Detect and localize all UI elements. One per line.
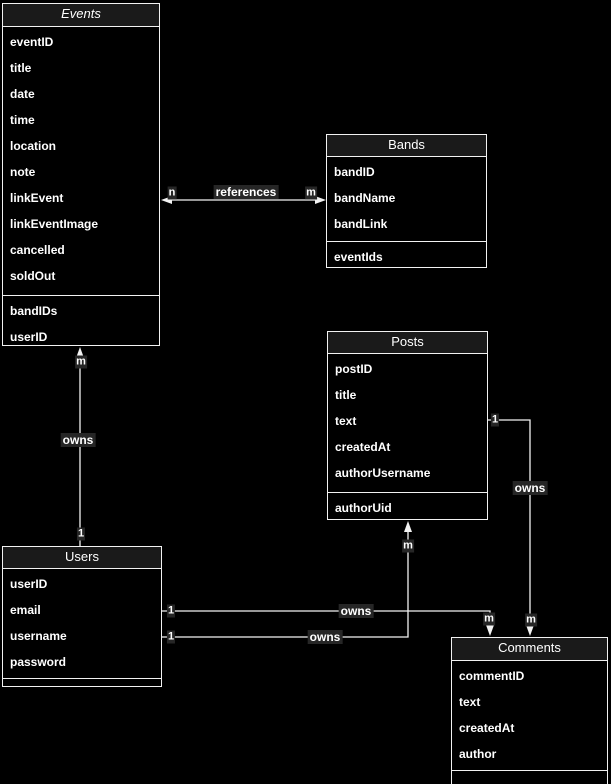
field-eventID: eventID bbox=[10, 35, 54, 49]
cardinality-users-posts-source: 1 bbox=[166, 630, 176, 644]
field-authorUid: authorUid bbox=[335, 501, 392, 515]
field-bandID: bandID bbox=[334, 165, 375, 179]
field-note: note bbox=[10, 165, 36, 179]
field-bandName: bandName bbox=[334, 191, 396, 205]
field-author: author bbox=[459, 747, 497, 761]
entity-posts[interactable]: Posts postID title text createdAt authorUser… bbox=[327, 331, 488, 520]
field-username: username bbox=[10, 629, 67, 643]
field-createdAt: createdAt bbox=[459, 721, 515, 735]
field-commentID: commentID bbox=[459, 669, 525, 683]
field-password: password bbox=[10, 655, 67, 669]
entity-comments-key-fields bbox=[452, 770, 607, 784]
entity-events-key-fields: bandIDs userID bbox=[3, 295, 159, 347]
relation-label-events-bands: references bbox=[213, 185, 279, 199]
field-cancelled: cancelled bbox=[10, 243, 65, 257]
field-text: text bbox=[459, 695, 481, 709]
relation-posts-comments[interactable] bbox=[488, 419, 534, 636]
relation-label-users-comments: owns bbox=[338, 604, 374, 618]
cardinality-posts-comments-source: 1 bbox=[490, 413, 500, 427]
field-soldOut: soldOut bbox=[10, 269, 56, 283]
entity-bands-title: Bands bbox=[327, 135, 486, 157]
cardinality-events-bands-source: n bbox=[167, 186, 177, 200]
relation-label-users-posts: owns bbox=[307, 630, 343, 644]
entity-posts-key-fields: authorUid bbox=[328, 492, 487, 521]
field-title: title bbox=[335, 388, 357, 402]
entity-users-key-fields bbox=[3, 678, 161, 687]
cardinality-users-events-source: 1 bbox=[76, 527, 86, 541]
entity-posts-fields: postID title text createdAt authorUsername bbox=[328, 354, 487, 492]
field-date: date bbox=[10, 87, 35, 101]
field-email: email bbox=[10, 603, 41, 617]
field-userID: userID bbox=[10, 577, 48, 591]
cardinality-users-comments-target: m bbox=[483, 612, 495, 626]
entity-events[interactable]: Events eventID title date time location note l… bbox=[2, 3, 160, 346]
field-createdAt: createdAt bbox=[335, 440, 391, 454]
cardinality-users-events-target: m bbox=[75, 355, 87, 369]
entity-events-fields: eventID title date time location note linkEven… bbox=[3, 27, 159, 295]
entity-posts-title: Posts bbox=[328, 332, 487, 354]
relation-users-posts[interactable] bbox=[162, 521, 412, 638]
cardinality-posts-comments-target: m bbox=[525, 613, 537, 627]
field-userID: userID bbox=[10, 330, 48, 344]
field-location: location bbox=[10, 139, 57, 153]
relation-label-users-events: owns bbox=[60, 433, 96, 447]
entity-users-fields: userID email username password bbox=[3, 569, 161, 678]
field-time: time bbox=[10, 113, 35, 127]
cardinality-events-bands-target: m bbox=[305, 186, 317, 200]
field-bandLink: bandLink bbox=[334, 217, 388, 231]
field-linkEvent: linkEvent bbox=[10, 191, 64, 205]
entity-bands-key-fields: eventIds bbox=[327, 241, 486, 269]
entity-comments-fields: commentID text createdAt author bbox=[452, 661, 607, 770]
entity-bands[interactable]: Bands bandID bandName bandLink eventIds bbox=[326, 134, 487, 268]
entity-comments-title: Comments bbox=[452, 638, 607, 661]
cardinality-users-comments-source: 1 bbox=[166, 604, 176, 618]
entity-events-title: Events bbox=[3, 4, 159, 27]
field-authorUsername: authorUsername bbox=[335, 466, 431, 480]
field-eventIds: eventIds bbox=[334, 250, 383, 264]
field-title: title bbox=[10, 61, 32, 75]
field-bandIDs: bandIDs bbox=[10, 304, 58, 318]
field-postID: postID bbox=[335, 362, 373, 376]
field-text: text bbox=[335, 414, 357, 428]
field-linkEventImage: linkEventImage bbox=[10, 217, 99, 231]
entity-comments[interactable]: Comments commentID text createdAt author bbox=[451, 637, 608, 784]
cardinality-users-posts-target: m bbox=[402, 539, 414, 553]
entity-bands-fields: bandID bandName bandLink bbox=[327, 157, 486, 241]
entity-users[interactable]: Users userID email username password bbox=[2, 546, 162, 687]
relation-users-events[interactable] bbox=[76, 347, 84, 546]
relation-label-posts-comments: owns bbox=[512, 481, 548, 495]
entity-users-title: Users bbox=[3, 547, 161, 569]
